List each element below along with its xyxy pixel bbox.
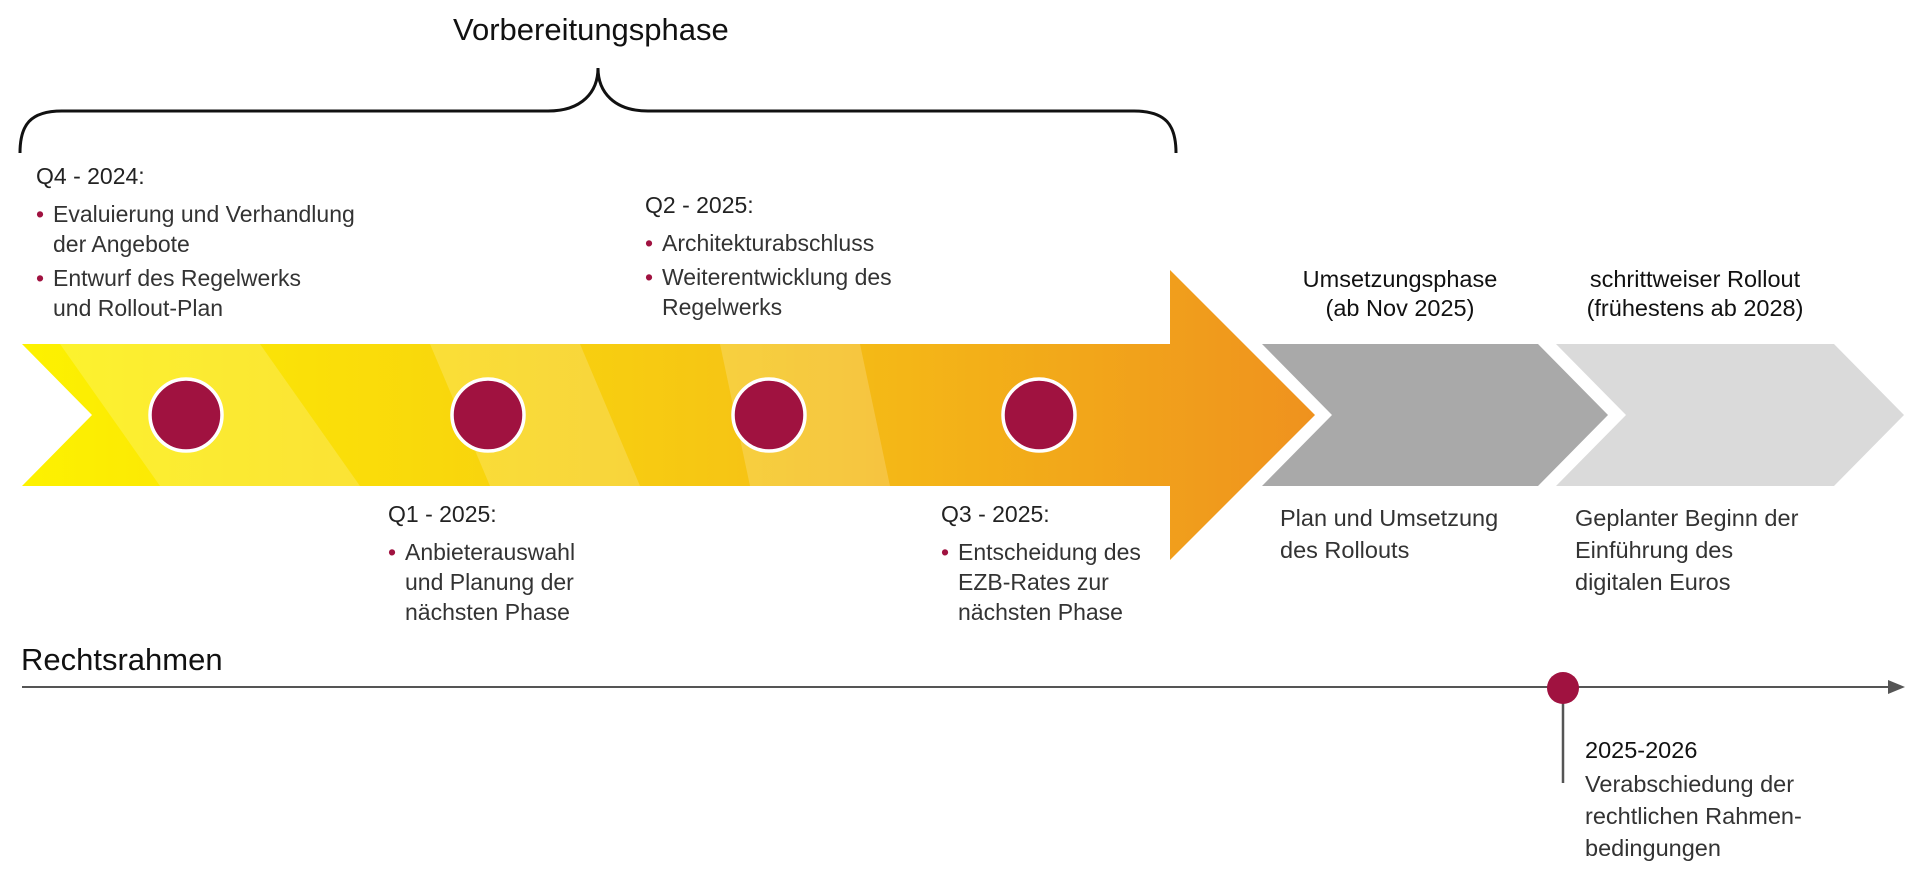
- legal-milestone-description: Verabschiedung der rechtlichen Rahmen- b…: [1585, 771, 1802, 861]
- bullet-item: Weiterentwicklung des Regelwerks: [645, 262, 952, 322]
- bullet-item: Evaluierung und Verhandlung der Angebote: [36, 199, 363, 259]
- milestone-label: Q4 - 2024:: [36, 163, 145, 189]
- milestone-q4-2024: Q4 - 2024: Evaluierung und Verhandlung d…: [36, 162, 363, 327]
- preparation-arrow: [22, 270, 1315, 560]
- bullet-item: Anbieterauswahl und Planung der nächsten…: [388, 537, 605, 627]
- milestone-dot-q4-2024: [148, 377, 224, 453]
- milestone-dot-q1-2025: [450, 377, 526, 453]
- bullet-item: Architekturabschluss: [645, 228, 952, 258]
- milestone-dot-q2-2025: [731, 377, 807, 453]
- milestone-q3-2025: Q3 - 2025: Entscheidung des EZB-Rates zu…: [941, 500, 1178, 631]
- legal-milestone-dot: [1547, 672, 1579, 704]
- preparation-phase-title: Vorbereitungsphase: [453, 12, 729, 47]
- implementation-phase-description: Plan und Umsetzung des Rollouts: [1280, 505, 1499, 563]
- milestone-q2-2025: Q2 - 2025: Architekturabschluss Weiteren…: [645, 191, 952, 326]
- milestone-bullets: Entscheidung des EZB-Rates zur nächsten …: [941, 537, 1178, 627]
- rollout-phase-chevron: [1556, 344, 1904, 486]
- milestone-dots: [148, 377, 1077, 453]
- milestone-label: Q3 - 2025:: [941, 501, 1050, 527]
- legal-milestone-date: 2025-2026: [1585, 737, 1698, 763]
- milestone-label: Q1 - 2025:: [388, 501, 497, 527]
- legal-timeline-arrowhead: [1888, 680, 1905, 694]
- milestone-dot-q3-2025: [1001, 377, 1077, 453]
- preparation-brace: [18, 67, 1178, 154]
- implementation-phase-chevron: [1262, 344, 1608, 486]
- milestone-q1-2025: Q1 - 2025: Anbieterauswahl und Planung d…: [388, 500, 605, 631]
- implementation-phase-title: Umsetzungsphase (ab Nov 2025): [1302, 266, 1498, 322]
- legal-framework-title: Rechtsrahmen: [21, 642, 223, 677]
- rollout-phase-title: schrittweiser Rollout (frühestens ab 202…: [1586, 266, 1804, 322]
- milestone-bullets: Evaluierung und Verhandlung der Angebote…: [36, 199, 363, 323]
- milestone-label: Q2 - 2025:: [645, 192, 754, 218]
- milestone-bullets: Anbieterauswahl und Planung der nächsten…: [388, 537, 605, 627]
- bullet-item: Entwurf des Regelwerks und Rollout-Plan: [36, 263, 363, 323]
- bullet-item: Entscheidung des EZB-Rates zur nächsten …: [941, 537, 1178, 627]
- rollout-phase-description: Geplanter Beginn der Einführung des digi…: [1575, 505, 1799, 595]
- milestone-bullets: Architekturabschluss Weiterentwicklung d…: [645, 228, 952, 322]
